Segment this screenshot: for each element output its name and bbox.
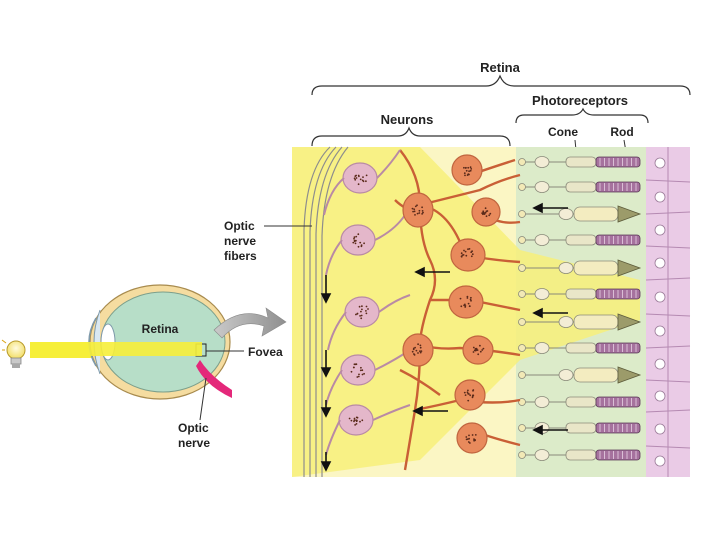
ganglion-cell <box>342 162 378 194</box>
bipolar-cell <box>402 192 434 228</box>
optic-nerve <box>196 360 232 398</box>
rod-cell <box>518 156 641 168</box>
optic-nerve-fiber-lines <box>303 146 349 477</box>
epithelium-cells <box>645 147 691 477</box>
rod-cell <box>518 288 641 300</box>
cone-cell <box>518 205 642 223</box>
ganglion-cell <box>340 224 376 256</box>
eye-retina-label: Retina <box>142 322 179 336</box>
light-bulb-icon <box>1 339 26 368</box>
cell-nuclei-texture <box>348 166 492 444</box>
photoreceptor-cells <box>518 156 642 461</box>
fovea-label: Fovea <box>248 345 283 359</box>
ganglion-cell <box>340 354 376 386</box>
optic-nerve-fibers-label-line2: nerve <box>224 234 256 248</box>
optic-nerve-label-line1: Optic <box>178 421 209 435</box>
signal-arrows <box>320 202 568 472</box>
cone-cell <box>518 313 642 331</box>
retina-label: Retina <box>480 60 521 75</box>
optic-nerve-pointer <box>199 377 207 421</box>
neurons-label: Neurons <box>381 112 434 127</box>
neurons-bracket <box>311 126 511 147</box>
retina-bracket <box>311 74 691 96</box>
cone-cell <box>518 366 642 384</box>
epithelium-nuclei <box>654 157 666 467</box>
rod-cell <box>518 181 641 193</box>
rod-cell <box>518 449 641 461</box>
rod-cell <box>518 396 641 408</box>
optic-nerve-fibers-label-line3: fibers <box>224 249 257 263</box>
bipolar-cell <box>456 422 488 454</box>
light-beam-through-eye <box>30 342 202 356</box>
ganglion-axons <box>323 149 411 456</box>
photoreceptors-label: Photoreceptors <box>532 93 628 108</box>
cone-label: Cone <box>548 125 578 139</box>
rod-cell <box>518 422 641 434</box>
bipolar-cell <box>448 285 484 319</box>
rod-cell <box>518 234 641 246</box>
ganglion-cell <box>344 296 380 328</box>
photoreceptors-bracket <box>515 107 649 124</box>
rod-cell <box>518 342 641 354</box>
cone-cell <box>518 259 642 277</box>
optic-nerve-fibers-label-line1: Optic <box>224 219 255 233</box>
bipolar-cell <box>402 333 434 367</box>
rod-label: Rod <box>610 125 633 139</box>
magnify-arrow-icon <box>213 307 287 339</box>
bipolar-cell <box>450 238 486 272</box>
optic-nerve-label-line2: nerve <box>178 436 210 450</box>
